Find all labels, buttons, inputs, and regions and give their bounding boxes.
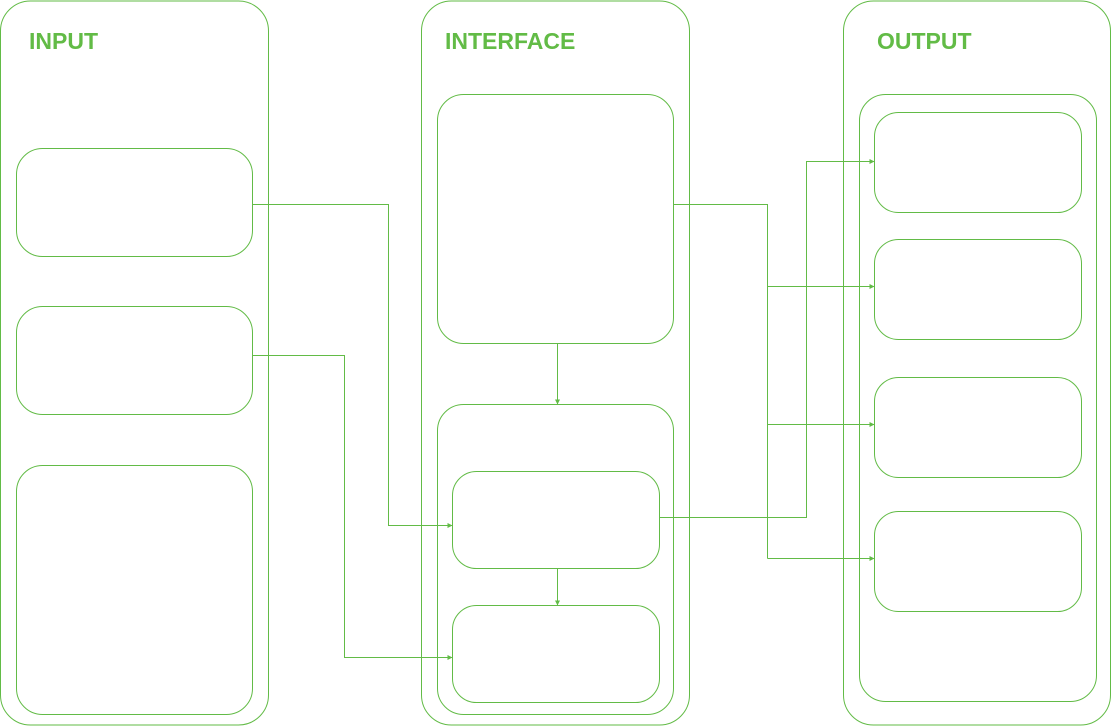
output-section: OUTPUT	[843, 0, 1111, 726]
interface-inner-box-2	[452, 605, 660, 703]
connector-input2-to-interface-inner2	[252, 355, 453, 660]
output-box-4	[874, 511, 1082, 612]
output-box-2	[874, 239, 1082, 340]
interface-inner-box-1	[452, 471, 660, 569]
interface-group-box	[437, 404, 674, 715]
interface-column-panel	[421, 0, 690, 726]
output-column-panel	[843, 0, 1111, 726]
output-box-3	[874, 377, 1082, 478]
output-box-1	[874, 112, 1082, 213]
input-box-1	[16, 148, 253, 257]
connector-interface-inner1-to-output1	[659, 159, 875, 518]
input-section-title: INPUT	[29, 28, 98, 54]
input-section: INPUT	[0, 0, 269, 726]
connector-input1-to-interface-inner1	[252, 204, 453, 528]
connectors	[252, 159, 875, 660]
input-box-3	[16, 465, 253, 715]
interface-section: INTERFACE	[421, 0, 690, 726]
output-group-box	[859, 94, 1097, 702]
output-section-title: OUTPUT	[877, 28, 972, 54]
connector-interface-top-trunk	[673, 204, 768, 559]
input-box-2	[16, 306, 253, 415]
interface-section-title: INTERFACE	[445, 28, 575, 54]
input-column-panel	[0, 0, 269, 726]
interface-top-box	[437, 94, 674, 344]
